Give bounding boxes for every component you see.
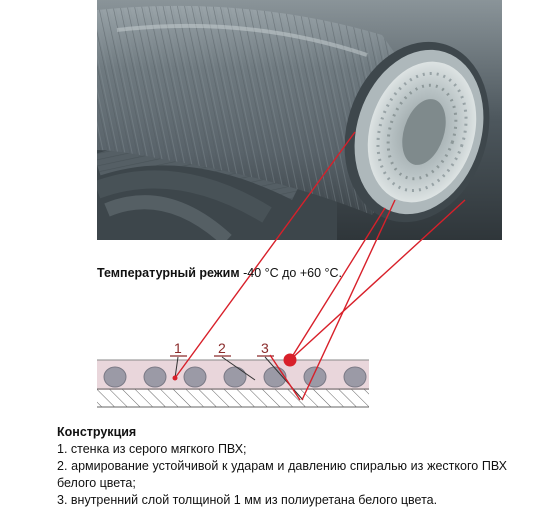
construction-title: Конструкция (57, 425, 137, 439)
outer-wall-band (97, 360, 369, 390)
construction-item-1: 1. стенка из серого мягкого ПВХ; (57, 442, 247, 456)
callout-2: 2 (218, 340, 226, 356)
construction-section: Конструкция 1. стенка из серого мягкого … (57, 424, 507, 509)
construction-item-3: 3. внутренний слой толщиной 1 мм из поли… (57, 493, 438, 507)
callout-1: 1 (174, 340, 182, 356)
temperature-label: Температурный режим (97, 266, 240, 280)
leader-dot-small (172, 375, 178, 381)
inner-layer-band (97, 389, 369, 407)
construction-item-2: 2. армирование устойчивой к ударам и дав… (57, 459, 507, 490)
hose-photo (97, 0, 502, 240)
callout-3: 3 (261, 340, 269, 356)
temperature-value: -40 °С до +60 °С. (243, 266, 343, 280)
temperature-range: Температурный режим -40 °С до +60 °С. (97, 266, 342, 280)
leader-dot (283, 353, 297, 367)
spiral-reinforcement (103, 366, 367, 388)
